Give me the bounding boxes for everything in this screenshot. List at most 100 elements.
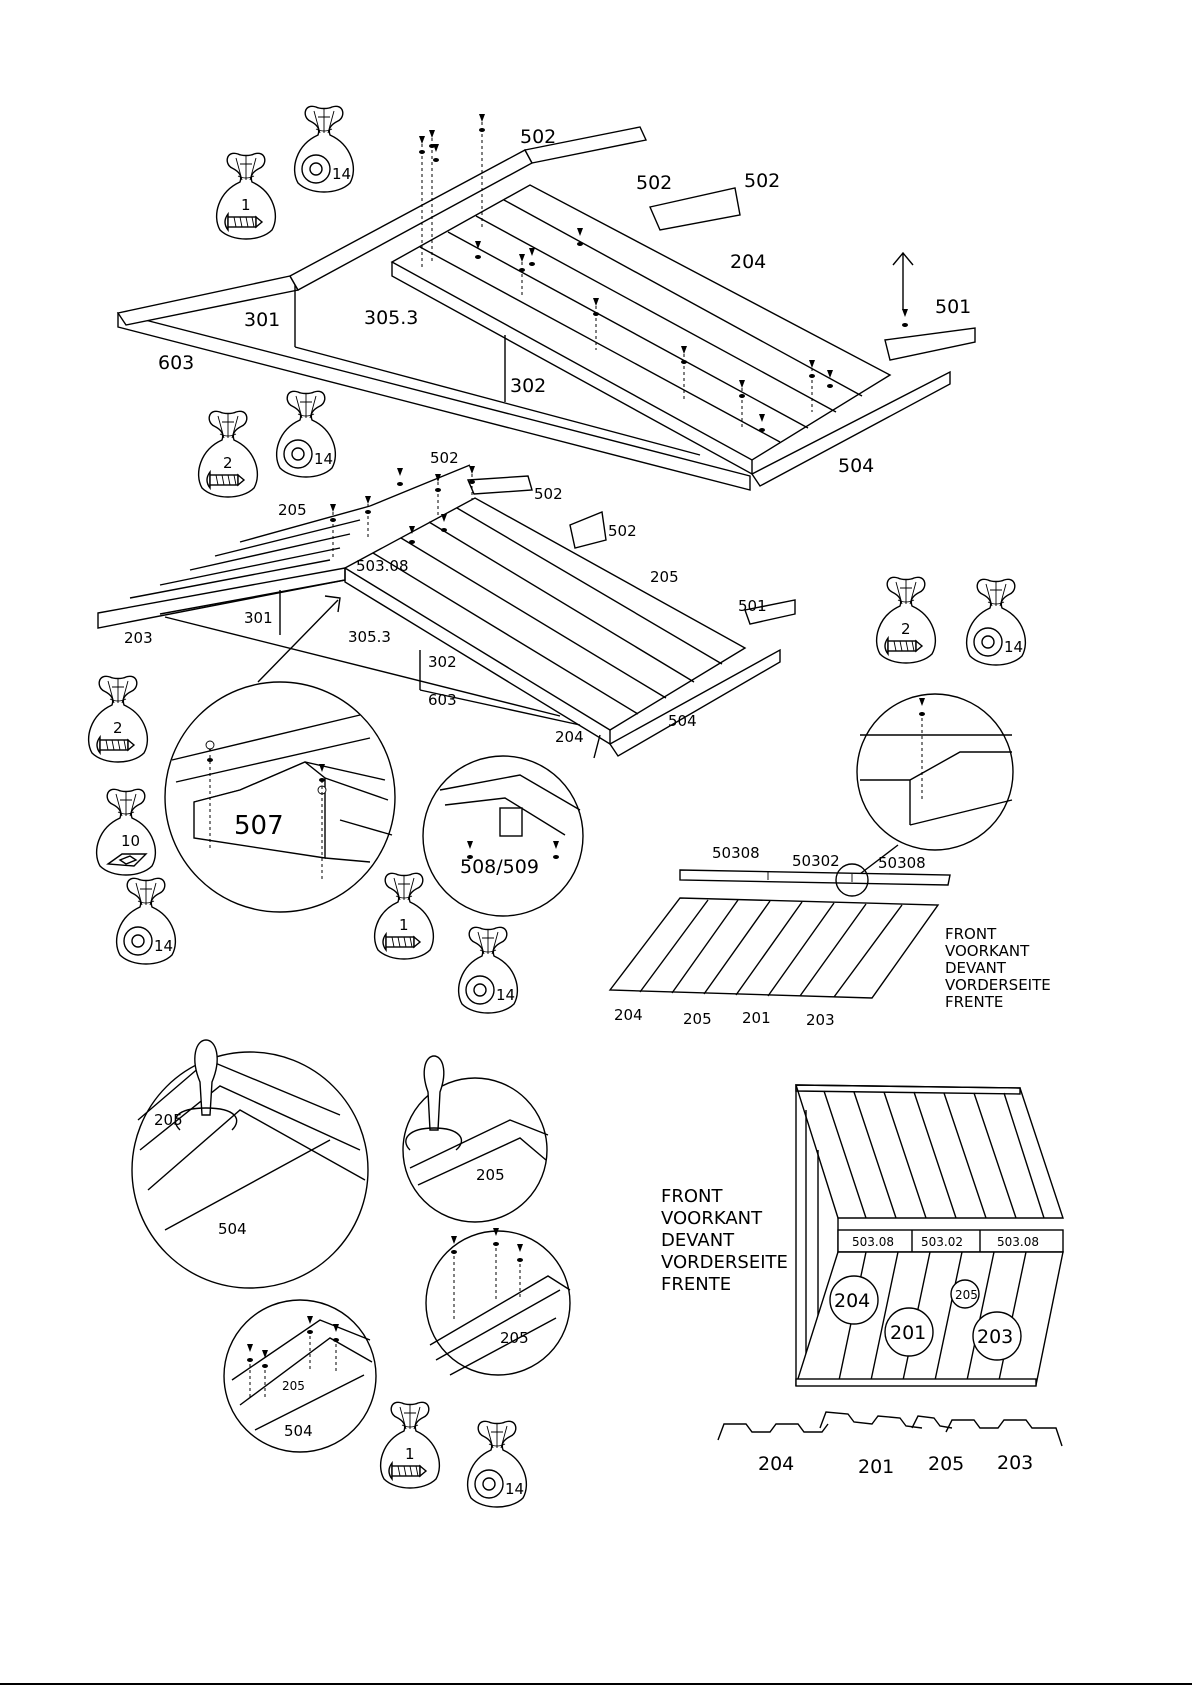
part-label: 205 xyxy=(500,1329,529,1347)
part-label: 502 xyxy=(430,449,459,467)
part-label: 203 xyxy=(977,1326,1013,1348)
screw-icon xyxy=(884,637,923,655)
part-label: 504 xyxy=(668,712,697,730)
hardware-bag: 1 xyxy=(373,872,435,960)
screw-icon xyxy=(96,736,135,754)
hardware-bag: 14 xyxy=(457,926,519,1014)
part-label: 504 xyxy=(218,1220,247,1238)
sheet-profile-view: 204 201 205 203 xyxy=(717,1411,1063,1478)
part-label: 205 xyxy=(955,1288,978,1302)
part-label: 502 xyxy=(636,172,672,194)
screw-icon xyxy=(382,933,421,951)
part-label: 204 xyxy=(758,1453,794,1475)
part-label: 205 xyxy=(476,1166,505,1184)
roof-frame-assembly-middle xyxy=(97,464,796,759)
part-label: 204 xyxy=(555,728,584,746)
roof-sheets-order: 204 205 201 203 xyxy=(608,897,940,1029)
part-label: 603 xyxy=(428,691,457,709)
part-label: 50302 xyxy=(792,852,840,870)
part-label: 201 xyxy=(858,1456,894,1478)
hardware-bag: 14 xyxy=(965,578,1027,666)
bag-count: 1 xyxy=(399,916,409,934)
part-label: 503.08 xyxy=(997,1235,1039,1249)
front-note-line: DEVANT xyxy=(945,959,1007,977)
part-label: 201 xyxy=(890,1322,926,1344)
hardware-bag: 14 xyxy=(293,105,355,193)
screw-icon xyxy=(206,471,245,489)
front-note-line: VORDERSEITE xyxy=(661,1252,788,1273)
part-label: 504 xyxy=(284,1422,313,1440)
part-label: 301 xyxy=(244,609,273,627)
part-label: 204 xyxy=(730,251,766,273)
part-label: 501 xyxy=(738,597,767,615)
part-label: 201 xyxy=(742,1009,771,1027)
hardware-bag: 10 xyxy=(95,788,157,876)
detail-circle-205-screws: 205 xyxy=(425,1228,571,1376)
front-note-line: FRENTE xyxy=(945,993,1003,1011)
roof-top-view: 503.08 503.02 503.08 204 201 205 203 xyxy=(795,1084,1064,1387)
part-label: 502 xyxy=(534,485,563,503)
bag-count: 2 xyxy=(223,454,233,472)
ridge-cap-strip xyxy=(679,863,951,897)
part-label: 302 xyxy=(428,653,457,671)
part-labels-top: 502 502 502 204 501 301 305.3 603 302 50… xyxy=(158,126,971,477)
washer-icon xyxy=(283,439,313,469)
hardware-bag: 2 xyxy=(87,675,149,763)
front-note-line: VOORKANT xyxy=(661,1208,763,1229)
page-bottom-rule xyxy=(0,1683,1192,1685)
part-label: 503.02 xyxy=(921,1235,963,1249)
hardware-bag: 2 xyxy=(875,576,937,664)
part-label: 503.08 xyxy=(852,1235,894,1249)
bracket-icon xyxy=(106,853,148,867)
hardware-bag: 14 xyxy=(466,1420,528,1508)
part-labels-ridge: 50308 50302 50308 xyxy=(712,844,926,872)
washer-icon xyxy=(465,975,495,1005)
hardware-bag: 14 xyxy=(275,390,337,478)
part-label: 205 xyxy=(928,1453,964,1475)
roof-frame-assembly-top xyxy=(116,114,976,491)
detail-circle-screwdriver-504: 205 504 xyxy=(131,1039,369,1289)
part-label: 502 xyxy=(744,170,780,192)
part-label: 603 xyxy=(158,352,194,374)
hardware-bag: 1 xyxy=(379,1401,441,1489)
part-label: 502 xyxy=(520,126,556,148)
part-label: 503.08 xyxy=(356,557,409,575)
bag-count: 14 xyxy=(505,1480,524,1498)
part-labels-middle: 502 502 502 205 503.08 205 501 301 305.3… xyxy=(124,449,767,746)
part-label: 205 xyxy=(154,1111,183,1129)
bag-count: 1 xyxy=(241,196,251,214)
washer-icon xyxy=(973,627,1003,657)
bag-count: 10 xyxy=(121,832,140,850)
part-label: 203 xyxy=(124,629,153,647)
part-label: 502 xyxy=(608,522,637,540)
front-note-line: FRENTE xyxy=(661,1274,731,1295)
part-label: 205 xyxy=(278,501,307,519)
part-label: 203 xyxy=(997,1452,1033,1474)
washer-icon xyxy=(123,926,153,956)
part-label: 507 xyxy=(234,811,284,841)
bag-count: 1 xyxy=(405,1445,415,1463)
washer-icon xyxy=(474,1469,504,1499)
bag-count: 14 xyxy=(332,165,351,183)
screw-icon xyxy=(224,213,263,231)
part-label: 205 xyxy=(650,568,679,586)
part-label: 205 xyxy=(683,1010,712,1028)
front-note-line: VORDERSEITE xyxy=(945,976,1051,994)
part-label: 302 xyxy=(510,375,546,397)
detail-circle-ridge xyxy=(851,693,1014,881)
bag-count: 2 xyxy=(901,620,911,638)
part-label: 305.3 xyxy=(364,307,418,329)
detail-circle-205-504: 205 504 xyxy=(223,1299,377,1453)
front-note-line: FRONT xyxy=(945,925,997,943)
part-label: 50308 xyxy=(878,854,926,872)
detail-circle-507: 507 xyxy=(164,681,396,913)
part-label: 204 xyxy=(614,1006,643,1024)
part-label: 305.3 xyxy=(348,628,391,646)
screw-icon xyxy=(388,1462,427,1480)
part-label: 204 xyxy=(834,1290,870,1312)
bag-count: 2 xyxy=(113,719,123,737)
washer-icon xyxy=(301,154,331,184)
part-label: 501 xyxy=(935,296,971,318)
